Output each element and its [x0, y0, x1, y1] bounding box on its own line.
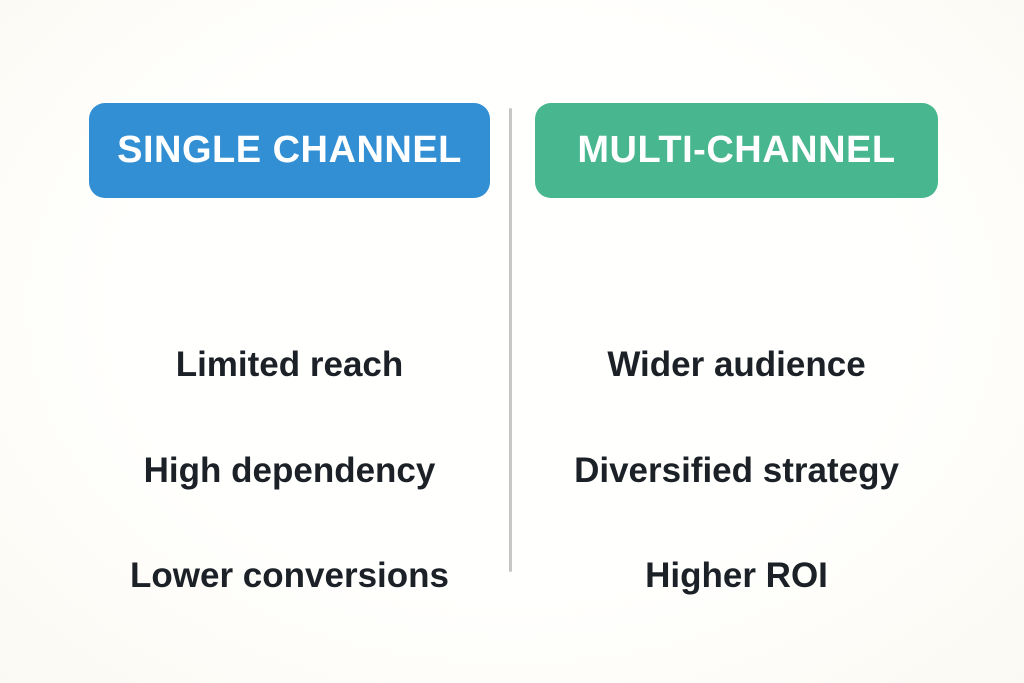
list-item: Wider audience — [607, 345, 866, 384]
multi-channel-header: MULTI-CHANNEL — [535, 103, 938, 198]
column-single-channel: SINGLE CHANNEL Limited reach High depend… — [89, 103, 490, 595]
list-item: High dependency — [143, 451, 436, 490]
single-channel-header: SINGLE CHANNEL — [89, 103, 490, 198]
list-item: Diversified strategy — [574, 451, 899, 490]
list-item: Lower conversions — [130, 556, 449, 595]
list-item: Limited reach — [175, 345, 404, 384]
column-divider — [509, 108, 512, 572]
list-item: Higher ROI — [645, 556, 828, 595]
column-multi-channel: MULTI-CHANNEL Wider audience Diversified… — [535, 103, 938, 595]
